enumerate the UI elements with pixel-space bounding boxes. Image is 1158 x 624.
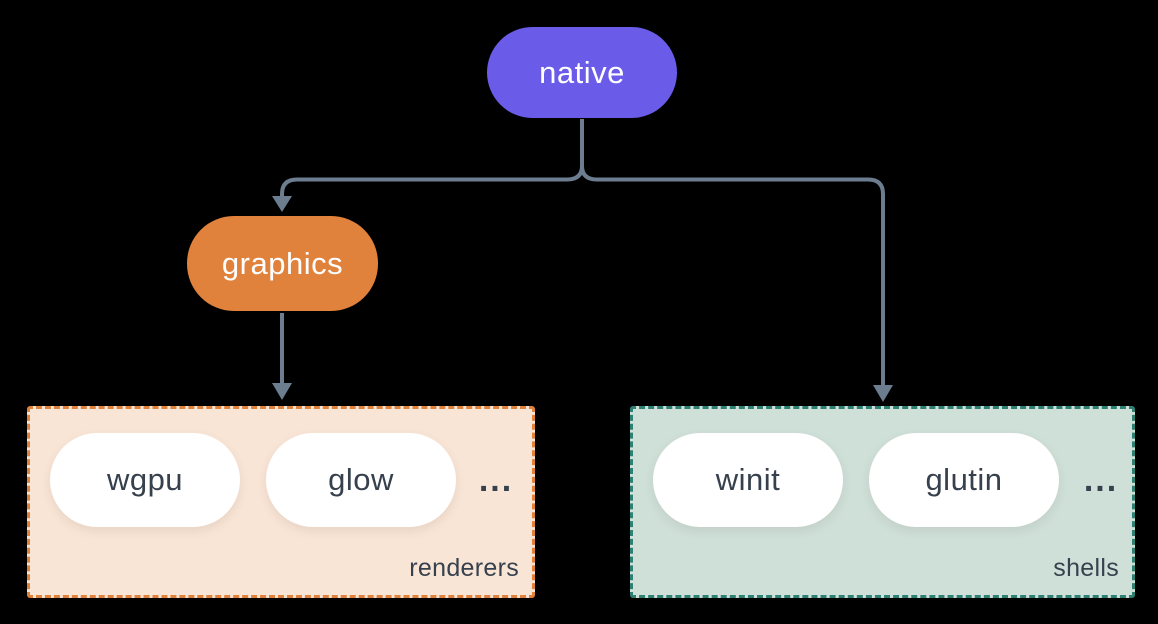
node-glutin: glutin xyxy=(869,433,1059,527)
node-wgpu-label: wgpu xyxy=(106,462,184,497)
node-native-label: native xyxy=(539,54,625,90)
group-shells: winit glutin ... shells xyxy=(630,406,1135,598)
node-wgpu: wgpu xyxy=(50,433,240,527)
node-glutin-label: glutin xyxy=(925,462,1003,497)
arrowhead-to-renderers-icon xyxy=(272,383,292,400)
group-shells-label: shells xyxy=(1053,554,1119,582)
shells-ellipsis: ... xyxy=(1083,460,1119,499)
group-renderers-label: renderers xyxy=(409,554,519,582)
edge-native-to-shells xyxy=(580,165,885,387)
node-glow: glow xyxy=(266,433,456,527)
node-native: native xyxy=(487,27,677,118)
node-glow-label: glow xyxy=(328,462,394,497)
renderers-ellipsis: ... xyxy=(478,460,514,499)
node-winit: winit xyxy=(653,433,843,527)
node-winit-label: winit xyxy=(715,462,781,497)
node-graphics-label: graphics xyxy=(221,245,344,281)
arrowhead-to-graphics-icon xyxy=(272,196,292,212)
arrowhead-to-shells-icon xyxy=(873,385,893,402)
group-renderers: wgpu glow ... renderers xyxy=(27,406,535,598)
edge-native-to-graphics xyxy=(280,165,584,197)
node-graphics: graphics xyxy=(187,216,378,311)
